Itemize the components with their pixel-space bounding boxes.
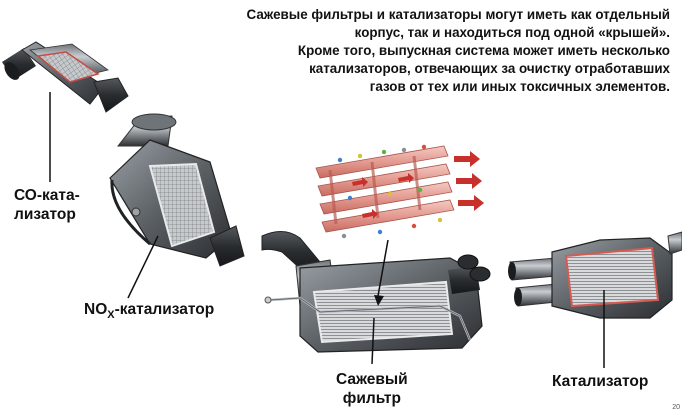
caption-line: Сажевые фильтры и катализаторы могут име… bbox=[246, 7, 670, 22]
co-catalyst-label-line1: СО-ката- bbox=[14, 187, 80, 204]
description-caption: Сажевые фильтры и катализаторы могут име… bbox=[170, 6, 670, 96]
catalyst-label: Катализатор bbox=[552, 373, 649, 390]
page-credit: 20 bbox=[672, 404, 680, 411]
co-catalyst-label-line2: лизатор bbox=[14, 206, 76, 223]
caption-line: корпус, так и находиться под одной «крыш… bbox=[354, 25, 670, 40]
soot-filter-label-line1: Сажевый bbox=[336, 371, 408, 388]
caption-line: газов от тех или иных токсичных элементо… bbox=[369, 79, 670, 94]
co-catalyst-unit bbox=[2, 41, 129, 113]
nox-catalyst-label: NOX-катализатор bbox=[84, 300, 214, 325]
caption-line: Кроме того, выпускная система может имет… bbox=[297, 43, 670, 58]
nox-subscript: X bbox=[107, 309, 115, 321]
caption-line: катализаторов, отвечающих за очистку отр… bbox=[309, 61, 670, 76]
nox-catalyst-leader bbox=[127, 235, 159, 299]
closeup-leader bbox=[377, 239, 389, 297]
soot-filter-label: Сажевый фильтр bbox=[336, 370, 408, 408]
nox-prefix: NO bbox=[84, 301, 108, 318]
nox-suffix: -катализатор bbox=[114, 301, 215, 318]
honeycomb-closeup-illustration bbox=[315, 144, 484, 239]
catalyst-unit bbox=[508, 231, 682, 319]
soot-filter-label-line2: фильтр bbox=[342, 390, 401, 407]
soot-filter-unit bbox=[261, 231, 491, 353]
nox-catalyst-unit bbox=[109, 113, 245, 267]
soot-filter-leader bbox=[371, 317, 375, 365]
leader-lines bbox=[49, 92, 605, 368]
co-catalyst-label: СО-ката- лизатор bbox=[14, 186, 80, 224]
